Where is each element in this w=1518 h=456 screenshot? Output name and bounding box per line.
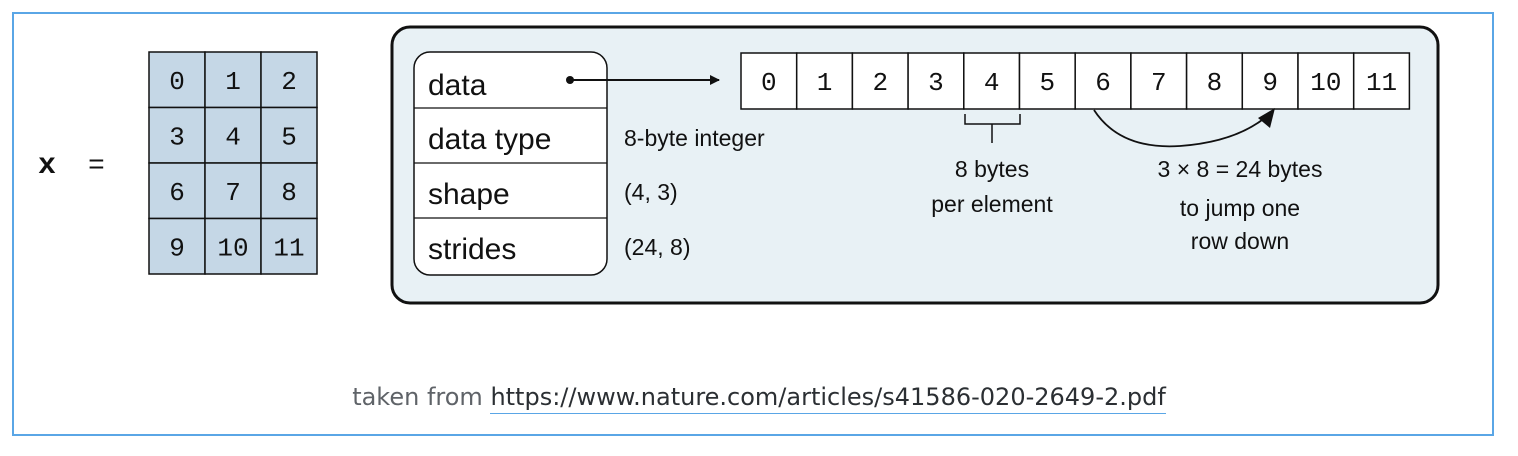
- memory-cell-value: 6: [1095, 68, 1111, 98]
- memory-cell: [1297, 52, 1355, 110]
- row-stride-label-line2: to jump one: [1180, 195, 1300, 221]
- matrix-cell: [148, 106, 206, 164]
- memory-cell: [1241, 52, 1299, 110]
- matrix-cell: [260, 51, 318, 109]
- matrix-cell-value: 7: [225, 178, 241, 208]
- matrix-cell: [260, 217, 318, 275]
- matrix-cell-value: 0: [169, 67, 185, 97]
- memory-cell-value: 3: [928, 68, 944, 98]
- memory-cell-value: 10: [1310, 68, 1341, 98]
- matrix-cell: [204, 162, 262, 220]
- memory-cell: [1352, 52, 1411, 110]
- memory-cell: [795, 52, 854, 110]
- memory-cell-value: 11: [1366, 68, 1397, 98]
- matrix-cell-value: 9: [169, 233, 185, 263]
- field-value-strides: (24, 8): [624, 234, 690, 260]
- row-stride-label-line3: row down: [1191, 228, 1289, 254]
- equals-sign: =: [88, 151, 105, 182]
- memory-cell-value: 0: [761, 68, 777, 98]
- matrix-cell: [204, 106, 262, 164]
- memory-cell-value: 8: [1207, 68, 1223, 98]
- memory-cell: [740, 52, 798, 110]
- field-value-data-type: 8-byte integer: [624, 125, 765, 151]
- matrix-cell-value: 10: [217, 233, 248, 263]
- array-variable-label: x: [38, 149, 56, 183]
- row-jump-curve: [1093, 109, 1267, 148]
- matrix-cell-value: 11: [273, 233, 304, 263]
- element-size-label-line1: 8 bytes: [955, 156, 1029, 182]
- element-size-label-line2: per element: [931, 191, 1053, 217]
- field-name-shape: shape: [428, 178, 510, 211]
- matrix-cell-value: 3: [169, 122, 185, 152]
- row-stride-label-line1: 3 × 8 = 24 bytes: [1158, 156, 1323, 182]
- matrix-cell-value: 8: [281, 178, 297, 208]
- matrix-cell: [148, 162, 206, 220]
- memory-cell-value: 7: [1151, 68, 1167, 98]
- memory-cell-value: 5: [1040, 68, 1056, 98]
- caption-prefix: taken from: [352, 383, 491, 411]
- memory-cell-value: 4: [984, 68, 1000, 98]
- matrix-cell: [260, 106, 318, 164]
- matrix-cell-value: 2: [281, 67, 297, 97]
- field-name-data-type: data type: [428, 123, 551, 156]
- matrix-cell: [148, 217, 206, 275]
- memory-cell: [851, 52, 909, 110]
- memory-cell-value: 9: [1262, 68, 1278, 98]
- memory-cell-value: 1: [817, 68, 833, 98]
- field-name-data: data: [428, 69, 487, 102]
- row-jump-arrowhead: [1258, 108, 1275, 128]
- matrix-cell: [204, 51, 262, 109]
- matrix-cell-value: 4: [225, 122, 241, 152]
- field-name-strides: strides: [428, 233, 516, 266]
- figure-caption: taken from https://www.nature.com/articl…: [0, 383, 1518, 414]
- element-size-bracket: [964, 114, 1021, 143]
- matrix-cell-value: 6: [169, 178, 185, 208]
- field-value-shape: (4, 3): [624, 179, 678, 205]
- source-link[interactable]: https://www.nature.com/articles/s41586-0…: [490, 383, 1166, 414]
- memory-cell: [1130, 52, 1188, 110]
- memory-cell: [907, 52, 965, 110]
- memory-cell: [1185, 52, 1244, 110]
- matrix-cell-value: 5: [281, 122, 297, 152]
- matrix-grid: 0 1 2 3 4 5 6 7 8 9 10 11: [148, 51, 318, 275]
- matrix-cell-value: 1: [225, 67, 241, 97]
- memory-buffer: 0 1 2 3 4 5 6 7 8 9 10 11: [740, 52, 1411, 110]
- memory-cell-value: 2: [872, 68, 888, 98]
